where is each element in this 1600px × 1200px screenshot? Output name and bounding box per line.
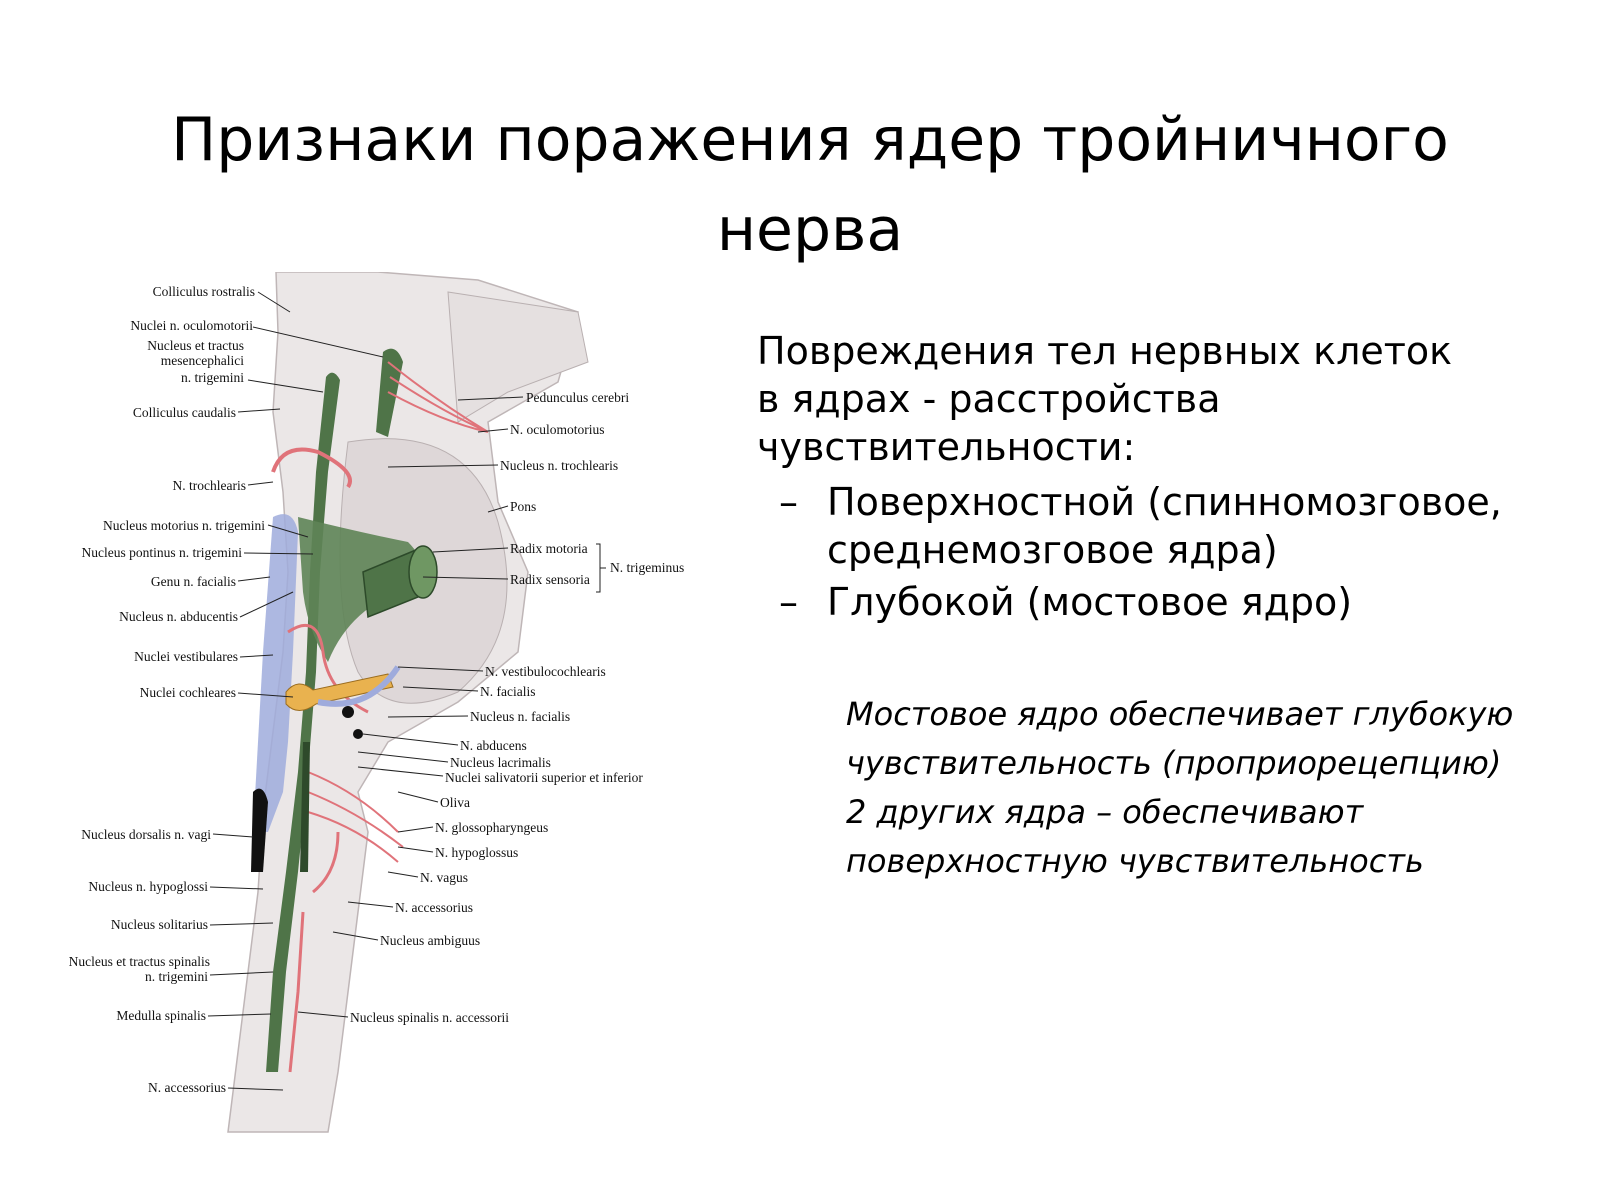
bullet-dash: – [779, 580, 798, 624]
vestibulocochlear-nerve [317, 665, 401, 707]
label-radix-sensoria: Radix sensoria [510, 572, 590, 587]
label-nucleus-facialis: Nucleus n. facialis [470, 709, 570, 724]
label-nucleus-trochlearis: Nucleus n. trochlearis [500, 458, 618, 473]
label-colliculus-caudalis: Colliculus caudalis [133, 405, 236, 420]
lead-line: Повреждения тел нервных клеток [757, 329, 1453, 373]
vagus-fibers [307, 771, 404, 863]
label-n-vagus: N. vagus [420, 870, 468, 885]
note-line: чувствительность (проприорецепцию) [846, 744, 1502, 782]
bullet-line: Глубокой (мостовое ядро) [827, 580, 1353, 624]
label-nuclei-salivatorii: Nuclei salivatorii superior et inferior [445, 770, 643, 785]
note-line: поверхностную чувствительность [846, 842, 1424, 880]
cochlear-nucleus [285, 673, 394, 711]
label-genu-facialis: Genu n. facialis [151, 574, 236, 589]
label-n-accessorius-left: N. accessorius [148, 1080, 226, 1095]
bullet-list: – Поверхностной (спинномозговое, среднем… [757, 478, 1597, 630]
note-line: Мостовое ядро обеспечивает глубокую [846, 695, 1514, 733]
label-n-trochlearis: N. trochlearis [173, 478, 246, 493]
label-pons: Pons [510, 499, 536, 514]
label-pedunculus-cerebri: Pedunculus cerebri [526, 390, 629, 405]
title-line-1: Признаки поражения ядер тройничного [171, 105, 1449, 175]
lead-line: в ядрах - расстройства [757, 377, 1221, 421]
pontine-nucleus-mass [298, 517, 421, 662]
label-nucleus-pontinus: Nucleus pontinus n. trigemini [82, 545, 243, 560]
label-nuclei-cochleares: Nuclei cochleares [140, 685, 236, 700]
label-n-trigeminus: N. trigeminus [610, 560, 684, 575]
label-n-vestibulocochlearis: N. vestibulocochlearis [485, 664, 606, 679]
dorsal-vagus-nucleus [251, 788, 268, 872]
label-nucleus-dorsalis-vagi: Nucleus dorsalis n. vagi [81, 827, 211, 842]
label-medulla-spinalis: Medulla spinalis [116, 1008, 206, 1023]
label-radix-motoria: Radix motoria [510, 541, 588, 556]
label-colliculus-rostralis: Colliculus rostralis [153, 284, 255, 299]
label-oliva: Oliva [440, 795, 470, 810]
label-mesencephalici: mesencephalici [161, 353, 244, 368]
bullet-item: – Глубокой (мостовое ядро) [757, 578, 1597, 626]
label-n-oculomotorius: N. oculomotorius [510, 422, 605, 437]
lead-paragraph: Повреждения тел нервных клеток в ядрах -… [757, 327, 1577, 471]
trigeminal-root-end [408, 545, 438, 599]
label-n-facialis: N. facialis [480, 684, 535, 699]
right-leader-lines [297, 396, 524, 1018]
facial-genu [287, 623, 369, 714]
label-nucleus-hypoglossi: Nucleus n. hypoglossi [88, 879, 208, 894]
title-line-2: нерва [716, 195, 904, 265]
bullet-item: – Поверхностной (спинномозговое, среднем… [757, 478, 1597, 574]
label-n-trigemini-mes: n. trigemini [181, 370, 244, 385]
label-nucleus-ambiguus: Nucleus ambiguus [380, 933, 480, 948]
label-nuclei-vestibulares: Nuclei vestibulares [134, 649, 238, 664]
label-nucleus-abducentis: Nucleus n. abducentis [119, 609, 238, 624]
label-nucleus-spinalis-accessorii: Nucleus spinalis n. accessorii [350, 1010, 509, 1025]
label-n-accessorius-right: N. accessorius [395, 900, 473, 915]
label-nucleus-et-tractus: Nucleus et tractus [147, 338, 244, 353]
peduncle-shape [447, 291, 589, 423]
label-nucleus-motorius: Nucleus motorius n. trigemini [103, 518, 265, 533]
bullet-line: Поверхностной (спинномозговое, [827, 480, 1502, 524]
slide-title: Признаки поражения ядер тройничного нерв… [120, 95, 1500, 275]
bullet-dash: – [779, 480, 798, 524]
trigeminus-brace [596, 543, 606, 593]
oculomotor-fibers [387, 361, 489, 433]
label-n-hypoglossus: N. hypoglossus [435, 845, 518, 860]
italic-note: Мостовое ядро обеспечивает глубокую чувс… [846, 690, 1586, 886]
label-n-trigemini-spinal: n. trigemini [145, 969, 208, 984]
trochlear-loop [271, 447, 352, 489]
brainstem-nuclei-diagram: Colliculus rostralis Nuclei n. oculomoto… [58, 272, 730, 1137]
label-n-abducens: N. abducens [460, 738, 527, 753]
label-nucleus-solitarius: Nucleus solitarius [111, 917, 208, 932]
hypoglossal-nucleus [300, 742, 310, 872]
label-nucleus-lacrimalis: Nucleus lacrimalis [450, 755, 551, 770]
left-leader-lines [207, 291, 384, 1091]
label-nuclei-oculomotorii: Nuclei n. oculomotorii [130, 318, 253, 333]
label-n-glossopharyngeus: N. glossopharyngeus [435, 820, 548, 835]
accessory-fibers [288, 831, 340, 1073]
bullet-line: среднемозговое ядра) [827, 528, 1278, 572]
brainstem-illustration: Colliculus rostralis Nuclei n. oculomoto… [58, 272, 730, 1137]
label-nucleus-tractus-spinalis: Nucleus et tractus spinalis [69, 954, 210, 969]
note-line: 2 других ядра – обеспечивают [846, 793, 1364, 831]
lead-line: чувствительности: [757, 425, 1136, 469]
vestibular-area [253, 514, 298, 832]
